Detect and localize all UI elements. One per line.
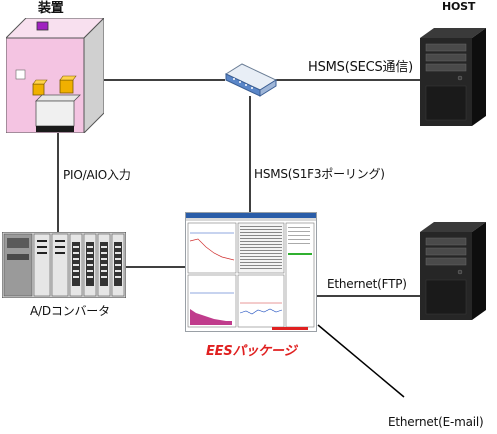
line-ees-email (317, 324, 405, 398)
equipment-label: 装置 (38, 1, 64, 16)
host-label: HOST (442, 0, 476, 13)
equipment-box-icon (6, 18, 104, 133)
ftp-server-icon (420, 222, 486, 320)
ees-screen-icon (185, 212, 317, 332)
host-server-icon (420, 28, 486, 126)
hsms-polling-label: HSMS(S1F3ポーリング) (254, 167, 385, 181)
ad-converter-plc-icon (2, 232, 126, 298)
ees-package-label: EESパッケージ (206, 344, 297, 359)
pio-aio-label: PIO/AIO入力 (63, 168, 131, 182)
ethernet-email-label: Ethernet(E-mail) (388, 415, 484, 429)
hsms-secs-label: HSMS(SECS通信) (308, 60, 414, 75)
network-hub-icon (224, 63, 278, 97)
ethernet-ftp-label: Ethernet(FTP) (327, 277, 407, 291)
ad-converter-label: A/Dコンバータ (30, 304, 110, 318)
